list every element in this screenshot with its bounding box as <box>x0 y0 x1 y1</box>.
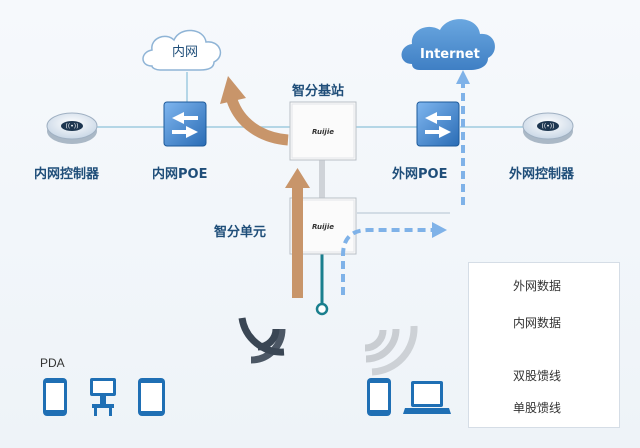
internal-data-arrow <box>285 168 310 298</box>
internal-data-curved-arrow <box>220 76 289 146</box>
internet-cloud-icon <box>401 19 495 70</box>
internet-arrowhead <box>456 70 470 84</box>
intranet-cloud-icon <box>142 29 222 71</box>
wifi-signal-light-icon <box>364 325 418 376</box>
legend-single-feeder: 单股馈线 <box>513 401 562 415</box>
intranet-cloud-label: 内网 <box>172 45 199 60</box>
base-station-access-point-icon: Ruijie <box>289 101 357 161</box>
external-data-arrowhead <box>432 222 447 238</box>
svg-text:((•)): ((•)) <box>542 123 555 130</box>
intranet-poe-switch-icon <box>163 101 207 147</box>
intranet-controller-label: 内网控制器 <box>34 167 100 182</box>
external-data-arrow <box>341 80 465 295</box>
legend: 外网数据 内网数据 双股馈线 单股馈线 <box>468 262 620 428</box>
svg-text:((•)): ((•)) <box>66 123 79 130</box>
smart-unit-label: 智分单元 <box>214 225 267 240</box>
svg-text:Ruijie: Ruijie <box>312 128 334 136</box>
connection-lines <box>95 72 525 316</box>
intranet-poe-label: 内网POE <box>152 167 208 182</box>
laptop-icon <box>403 381 451 414</box>
workstation-icon <box>90 378 116 416</box>
pda-label: PDA <box>40 356 65 370</box>
extranet-controller-label: 外网控制器 <box>509 167 575 182</box>
extranet-poe-switch-icon <box>416 101 460 147</box>
legend-external-data: 外网数据 <box>513 279 562 293</box>
extranet-controller-router-icon: ((•)) <box>522 112 574 144</box>
wifi-signal-dark-icon-outer <box>238 317 285 356</box>
svg-text:Ruijie: Ruijie <box>312 223 334 231</box>
extranet-poe-label: 外网POE <box>392 167 448 182</box>
base-station-label: 智分基站 <box>292 84 345 99</box>
intranet-controller-router-icon: ((•)) <box>46 112 98 144</box>
internet-cloud-label: Internet <box>420 47 480 62</box>
tablet-icon <box>138 378 165 416</box>
phone-icon <box>43 378 67 416</box>
phone-icon <box>367 378 391 416</box>
legend-internal-data: 内网数据 <box>513 316 562 330</box>
legend-twisted-pair: 双股馈线 <box>513 369 562 383</box>
